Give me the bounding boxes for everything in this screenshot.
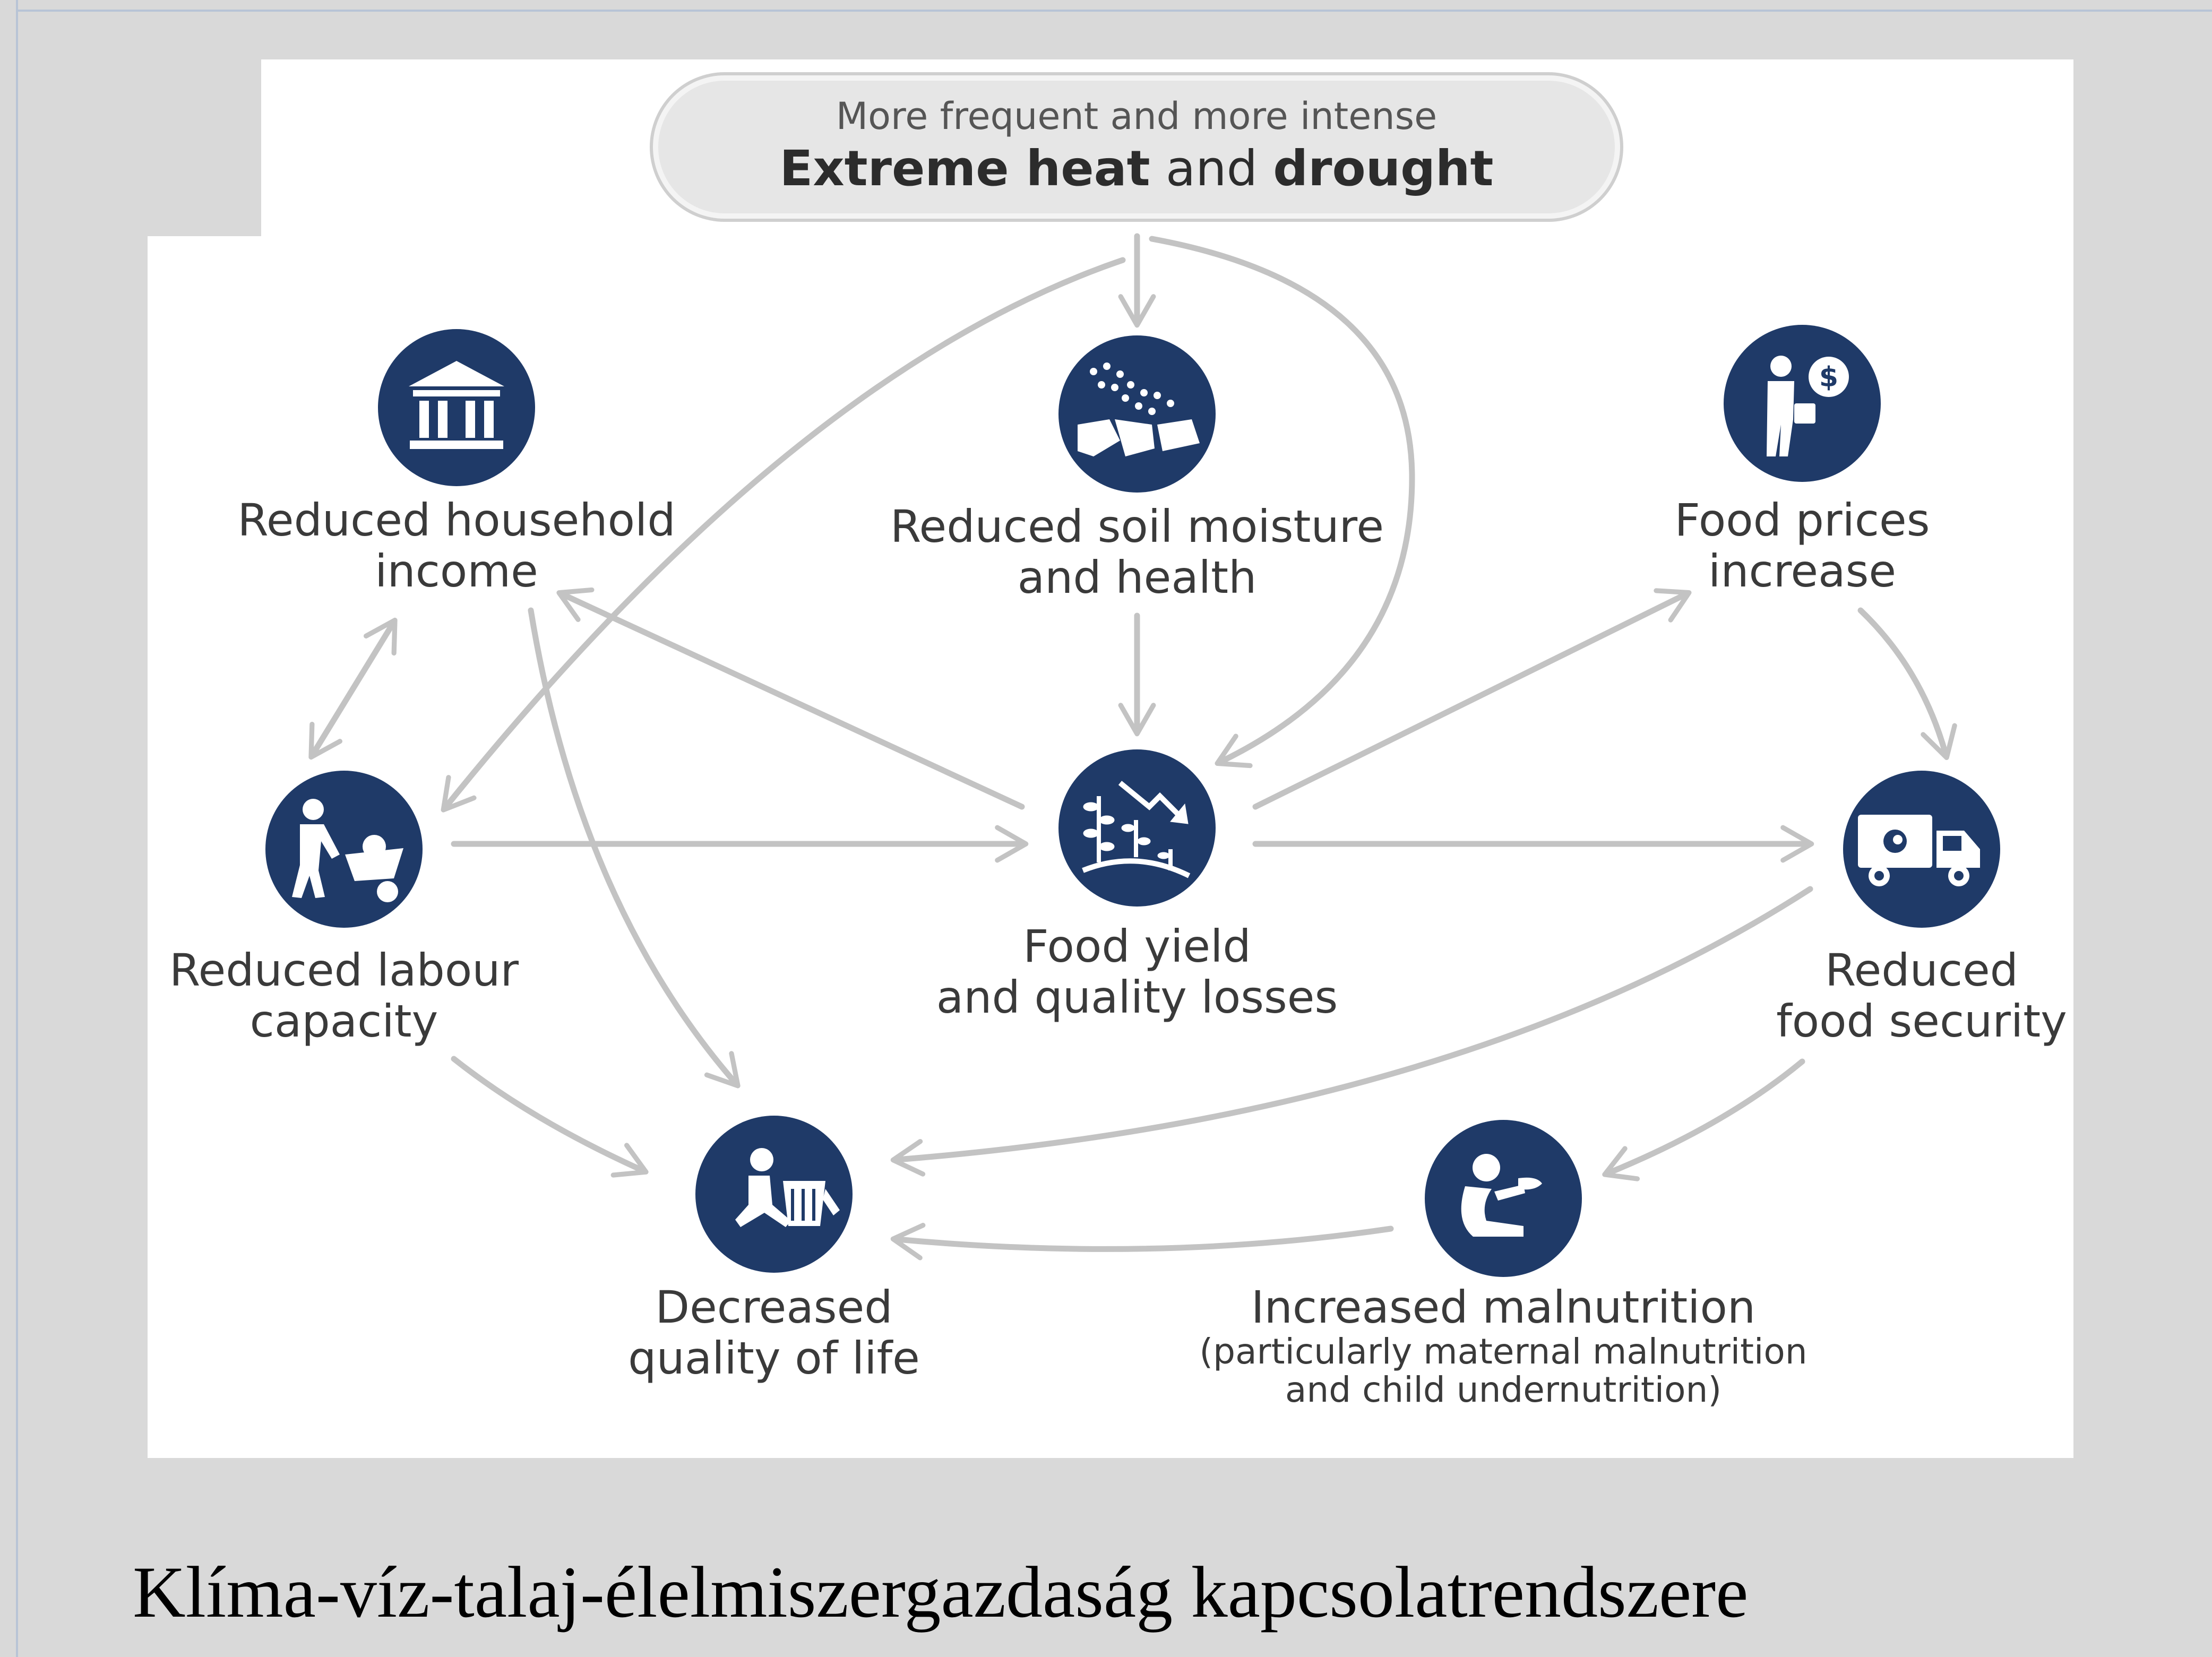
person-eating-icon: [1461, 1154, 1542, 1237]
banner-title-bold-2: drought: [1273, 140, 1494, 197]
label-quality-of-life-line1: Decreased: [655, 1281, 893, 1333]
arrow-banner-to-yield: [1149, 236, 1415, 769]
arrow-malnutrition-to-quality: [890, 1222, 1394, 1261]
label-food-security-line2: food security: [1776, 995, 2067, 1047]
node-household-income: [378, 329, 535, 486]
label-household-income-line2: income: [375, 545, 538, 597]
label-food-security: Reduced food security: [1776, 945, 2067, 1047]
node-soil-moisture: [1058, 335, 1216, 493]
arrow-banner-to-labour: [441, 257, 1126, 813]
svg-text:$: $: [1819, 361, 1838, 393]
label-food-prices-line2: increase: [1708, 545, 1897, 597]
label-quality-of-life-line2: quality of life: [628, 1332, 920, 1384]
label-malnutrition-line2: (particularly maternal malnutrition: [1199, 1331, 1808, 1372]
arrow-labour-to-quality: [451, 1056, 649, 1178]
label-food-yield-line2: and quality losses: [936, 971, 1338, 1023]
label-food-yield: Food yield and quality losses: [936, 921, 1338, 1023]
shopper-dollar-icon: $: [1767, 356, 1849, 456]
label-food-security-line1: Reduced: [1824, 944, 2019, 996]
banner-title: Extreme heat and drought: [779, 140, 1493, 197]
arrow-prices-to-security: [1857, 607, 1957, 761]
label-malnutrition-line3: and child undernutrition): [1285, 1369, 1722, 1410]
node-food-security: [1843, 771, 2000, 928]
arrow-income-labour: [308, 617, 398, 760]
arrow-income-to-quality: [528, 607, 741, 1089]
label-household-income-line1: Reduced household: [237, 494, 676, 546]
node-food-prices: $: [1724, 325, 1881, 482]
label-malnutrition: Increased malnutrition (particularly mat…: [1199, 1282, 1807, 1409]
banner-title-bold-1: Extreme heat: [779, 140, 1150, 197]
slide-caption: Klíma-víz-talaj-élelmiszergazdaság kapcs…: [133, 1551, 1749, 1633]
arrow-security-to-malnutrition: [1602, 1058, 1805, 1181]
label-soil-moisture-line1: Reduced soil moisture: [890, 500, 1384, 553]
label-food-prices: Food prices increase: [1675, 495, 1930, 597]
banner-subtitle: More frequent and more intense: [836, 94, 1438, 138]
corner-block: [148, 59, 261, 236]
header-banner: More frequent and more intense Extreme h…: [658, 81, 1615, 213]
label-soil-moisture: Reduced soil moisture and health: [890, 501, 1384, 603]
label-labour-capacity-line1: Reduced labour: [169, 944, 519, 996]
label-food-yield-line1: Food yield: [1023, 920, 1251, 972]
node-malnutrition: [1425, 1120, 1582, 1277]
label-labour-capacity: Reduced labour capacity: [169, 945, 519, 1047]
frame-top-border: [16, 10, 2212, 12]
arrow-security-to-quality: [890, 886, 1813, 1177]
label-malnutrition-line1: Increased malnutrition: [1251, 1281, 1756, 1333]
label-labour-capacity-line2: capacity: [249, 995, 438, 1047]
wheelbarrow-worker-icon: [292, 799, 403, 902]
frame-left-border: [16, 0, 18, 1657]
delivery-truck-icon: [1858, 815, 1980, 886]
person-empty-bin-icon: [735, 1148, 840, 1227]
label-food-prices-line1: Food prices: [1674, 494, 1930, 546]
bank-icon: [409, 361, 504, 449]
label-quality-of-life: Decreased quality of life: [628, 1282, 920, 1384]
label-soil-moisture-line2: and health: [1017, 551, 1257, 603]
banner-title-connector: and: [1165, 140, 1258, 197]
arrow-yield-to-income: [556, 587, 1025, 810]
arrow-yield-to-prices: [1252, 588, 1692, 810]
node-quality-of-life: [695, 1116, 853, 1273]
arrows: [308, 233, 1957, 1261]
node-food-yield: [1058, 749, 1216, 907]
node-labour-capacity: [265, 771, 423, 928]
declining-crops-icon: [1082, 781, 1191, 878]
dry-soil-icon: [1078, 363, 1200, 456]
label-household-income: Reduced household income: [237, 495, 675, 597]
